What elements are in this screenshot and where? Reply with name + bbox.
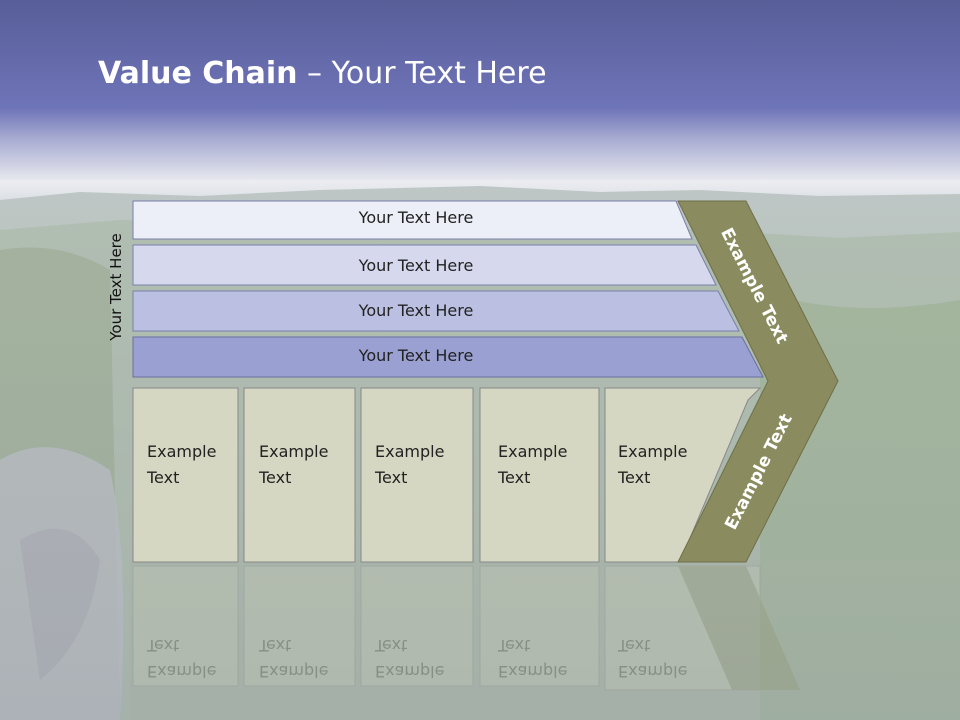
card-label-4: Example Text: [498, 439, 598, 491]
reflection: [132, 565, 800, 691]
bar-3[interactable]: [132, 290, 740, 332]
reflection-text-2: Example Text: [259, 632, 359, 684]
card-label-1: Example Text: [147, 439, 247, 491]
reflection-3-line2: Text: [375, 636, 408, 655]
slide-title: Value Chain – Your Text Here: [98, 52, 547, 96]
card-4-line1: Example: [498, 442, 568, 461]
card-4-line2: Text: [498, 468, 531, 487]
card-2-line2: Text: [259, 468, 292, 487]
card-label-3: Example Text: [375, 439, 475, 491]
bar-4[interactable]: [132, 336, 764, 378]
card-5-line1: Example: [618, 442, 688, 461]
title-rest: – Your Text Here: [297, 56, 547, 91]
reflection-4-line1: Example: [498, 662, 568, 681]
title-bold: Value Chain: [98, 56, 298, 91]
card-3-line2: Text: [375, 468, 408, 487]
reflection-4-line2: Text: [498, 636, 531, 655]
bar-label-4: Your Text Here: [358, 346, 474, 365]
reflection-2-line1: Example: [259, 662, 329, 681]
card-3-line1: Example: [375, 442, 445, 461]
card-1-line2: Text: [147, 468, 180, 487]
bar-label-2: Your Text Here: [358, 256, 474, 275]
card-label-5: Example Text: [618, 439, 718, 491]
reflection-5-line2: Text: [618, 636, 651, 655]
reflection-3-line1: Example: [375, 662, 445, 681]
card-5[interactable]: [604, 387, 762, 563]
reflection-5-line1: Example: [618, 662, 688, 681]
card-label-2: Example Text: [259, 439, 359, 491]
bar-1[interactable]: [132, 200, 693, 240]
card-1-line1: Example: [147, 442, 217, 461]
bar-label-1: Your Text Here: [358, 208, 474, 227]
reflection-1-line2: Text: [147, 636, 180, 655]
reflection-text-5: Example Text: [618, 632, 718, 684]
card-2-line1: Example: [259, 442, 329, 461]
reflection-2-line2: Text: [259, 636, 292, 655]
reflection-text-1: Example Text: [147, 632, 247, 684]
reflection-text-3: Example Text: [375, 632, 475, 684]
bar-2[interactable]: [132, 244, 717, 286]
bar-label-3: Your Text Here: [358, 301, 474, 320]
card-2[interactable]: [243, 387, 356, 563]
card-1[interactable]: [132, 387, 239, 563]
card-4[interactable]: [479, 387, 600, 563]
chevron-arrow[interactable]: [677, 200, 839, 563]
reflection-1-line1: Example: [147, 662, 217, 681]
card-5-line2: Text: [618, 468, 651, 487]
side-label: Your Text Here: [107, 233, 125, 341]
card-3[interactable]: [360, 387, 474, 563]
reflection-text-4: Example Text: [498, 632, 598, 684]
